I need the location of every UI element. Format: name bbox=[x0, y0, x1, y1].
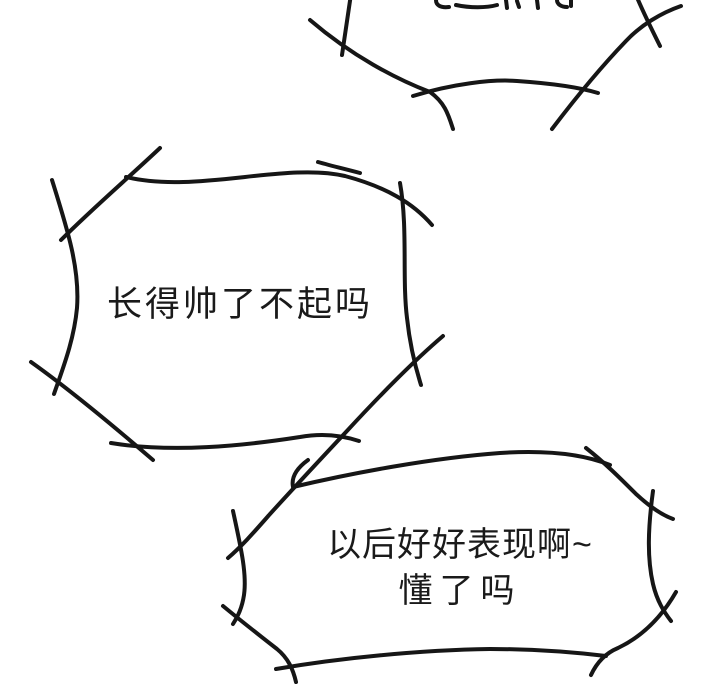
speech-bubble-top bbox=[308, 0, 683, 131]
speech-bubble-middle-text: 长得帅了不起吗 bbox=[106, 285, 373, 324]
bubble-middle-topright-tick-stroke bbox=[316, 160, 362, 175]
bubble-bottom-topright-arc-stroke bbox=[584, 446, 675, 521]
bubble-middle-right-edge-stroke bbox=[398, 181, 423, 387]
bubble-middle-left-edge-stroke bbox=[50, 178, 80, 396]
text-fragment bbox=[434, 0, 451, 10]
speech-bubble-bottom-text-line1: 以后好好表现啊~ bbox=[327, 526, 593, 564]
bubble-top-bottom-edge-stroke bbox=[411, 78, 600, 98]
text-fragment bbox=[515, 0, 521, 9]
bubble-top-left-arc-stroke bbox=[308, 18, 455, 131]
bubble-top-right-arc-stroke bbox=[550, 4, 683, 131]
bubble-middle-top-edge-stroke bbox=[124, 170, 434, 227]
text-fragment bbox=[535, 0, 540, 10]
text-fragment bbox=[555, 0, 569, 9]
speech-bubble-middle bbox=[29, 146, 445, 560]
speech-bubble-bottom bbox=[221, 446, 678, 684]
bubble-top-left-tick-stroke bbox=[340, 0, 353, 57]
clipped-text-fragments bbox=[434, 0, 573, 10]
speech-bubble-bottom-text: 以后好好表现啊~ 懂了吗 bbox=[300, 522, 620, 614]
bubble-bottom-bottomleft-arc-stroke bbox=[221, 604, 298, 684]
bubble-connector-arc-stroke bbox=[226, 334, 445, 560]
speech-bubble-bottom-text-line2: 懂了吗 bbox=[398, 572, 522, 610]
bubble-top-right-tick-stroke bbox=[635, 0, 662, 48]
bubble-middle-topleft-diagonal-stroke bbox=[59, 146, 162, 242]
bubble-middle-bottom-edge-stroke bbox=[109, 432, 361, 450]
bubble-bottom-left-edge-stroke bbox=[231, 509, 247, 626]
text-fragment bbox=[454, 3, 499, 10]
bubble-bottom-bottom-edge-stroke bbox=[274, 646, 608, 671]
bubble-bottom-bottomright-arc-stroke bbox=[589, 590, 678, 677]
text-fragment bbox=[504, 0, 509, 10]
bubble-bottom-top-edge-stroke bbox=[290, 450, 612, 490]
